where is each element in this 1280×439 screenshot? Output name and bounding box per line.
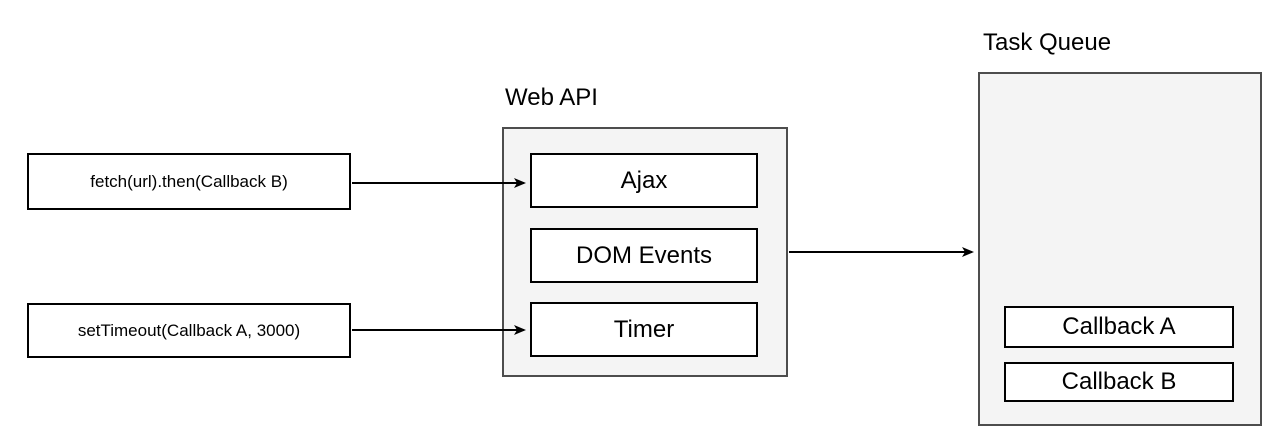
web-api-item-timer: Timer — [530, 302, 758, 357]
task-queue-item-callback-b: Callback B — [1004, 362, 1234, 402]
ajax-label: Ajax — [620, 166, 668, 194]
fetch-source-label: fetch(url).then(Callback B) — [90, 171, 288, 191]
settimeout-source-box: setTimeout(Callback A, 3000) — [27, 303, 351, 358]
callback-a-label: Callback A — [1062, 313, 1176, 340]
web-api-item-ajax: Ajax — [530, 153, 758, 208]
web-api-title: Web API — [505, 84, 598, 111]
callback-b-label: Callback B — [1061, 368, 1177, 395]
timer-label: Timer — [613, 315, 675, 343]
task-queue-title: Task Queue — [983, 29, 1112, 56]
settimeout-source-label: setTimeout(Callback A, 3000) — [77, 320, 301, 340]
dom-events-label: DOM Events — [575, 241, 713, 269]
web-api-item-dom-events: DOM Events — [530, 228, 758, 283]
fetch-source-box: fetch(url).then(Callback B) — [27, 153, 351, 210]
task-queue-item-callback-a: Callback A — [1004, 306, 1234, 348]
